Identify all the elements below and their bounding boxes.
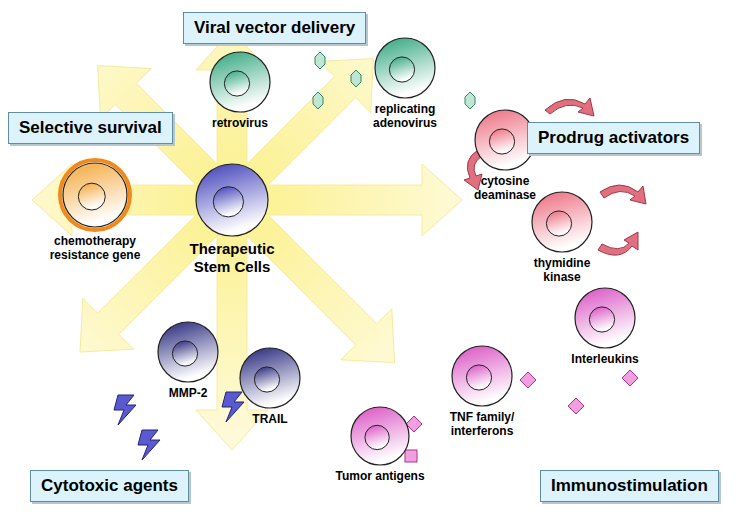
cell-body: [158, 322, 218, 382]
cell-label: MMP-2: [153, 386, 223, 400]
cell-graphic: [238, 346, 302, 410]
cell-label: cytosine deaminase: [465, 174, 545, 203]
cell-nucleus: [365, 425, 389, 449]
cell-graphic: [373, 36, 437, 100]
cell-body: [475, 110, 535, 170]
cell-label: retrovirus: [200, 116, 280, 130]
category-label: Immunostimulation: [540, 470, 719, 502]
category-label: Selective survival: [8, 112, 173, 144]
stem-cell: thymidine kinase: [522, 190, 602, 285]
central-stem-cell: Therapeutic Stem Cells: [177, 162, 287, 276]
category-label: Cytotoxic agents: [30, 470, 189, 502]
cell-graphic: [58, 158, 132, 232]
cell-nucleus: [213, 187, 243, 217]
cell-graphic: [530, 190, 594, 254]
cell-graphic: [573, 286, 637, 350]
category-label: Prodrug activators: [527, 122, 700, 154]
cell-nucleus: [546, 211, 571, 236]
cell-nucleus: [589, 307, 614, 332]
cell-nucleus: [254, 367, 279, 392]
lightning-bolts: [114, 392, 244, 460]
cell-body: [210, 52, 270, 112]
cell-label: Interleukins: [560, 352, 650, 366]
cell-body: [351, 407, 409, 465]
stem-cell: MMP-2: [153, 320, 223, 400]
stem-cell: TRAIL: [235, 346, 305, 426]
cell-label: TNF family/ interferons: [437, 410, 527, 439]
radiating-arrow: [236, 204, 395, 363]
cell-body: [575, 288, 635, 348]
cell-label: thymidine kinase: [522, 256, 602, 285]
cell-nucleus: [466, 365, 491, 390]
cell-graphic: [349, 405, 411, 467]
stem-cell: Tumor antigens: [330, 405, 430, 483]
stem-cell: TNF family/ interferons: [437, 344, 527, 439]
cell-nucleus: [172, 341, 197, 366]
resistance-ring: [60, 160, 130, 230]
cell-label: TRAIL: [235, 412, 305, 426]
cell-graphic: [450, 344, 514, 408]
cell-body: [240, 348, 300, 408]
cell-body: [375, 38, 435, 98]
stem-cell: retrovirus: [200, 50, 280, 130]
cell-body: [63, 163, 127, 227]
cell-body: [452, 346, 512, 406]
category-title: Cytotoxic agents: [41, 476, 178, 496]
cell-label: replicating adenovirus: [360, 102, 450, 131]
cell-label: chemotherapy resistance gene: [45, 234, 145, 263]
stem-cell: chemotherapy resistance gene: [45, 158, 145, 263]
stem-cell: Interleukins: [560, 286, 650, 366]
cell-graphic: [156, 320, 220, 384]
cell-nucleus: [78, 183, 105, 210]
radiating-arrows: [32, 30, 462, 450]
category-title: Immunostimulation: [551, 476, 708, 496]
category-title: Selective survival: [19, 118, 162, 138]
category-title: Prodrug activators: [538, 128, 689, 148]
cell-body: [196, 164, 268, 236]
cell-nucleus: [389, 57, 414, 82]
category-label: Viral vector delivery: [183, 12, 366, 44]
cytokine-particles: [405, 370, 638, 462]
cell-nucleus: [224, 71, 249, 96]
stem-cell: replicating adenovirus: [360, 36, 450, 131]
cell-label: Therapeutic Stem Cells: [177, 240, 287, 276]
cell-label: Tumor antigens: [330, 469, 430, 483]
radiating-arrow: [252, 164, 462, 236]
cell-body: [532, 192, 592, 252]
cell-nucleus: [489, 129, 514, 154]
cell-graphic: [194, 162, 270, 238]
category-title: Viral vector delivery: [194, 18, 355, 38]
cell-graphic: [208, 50, 272, 114]
